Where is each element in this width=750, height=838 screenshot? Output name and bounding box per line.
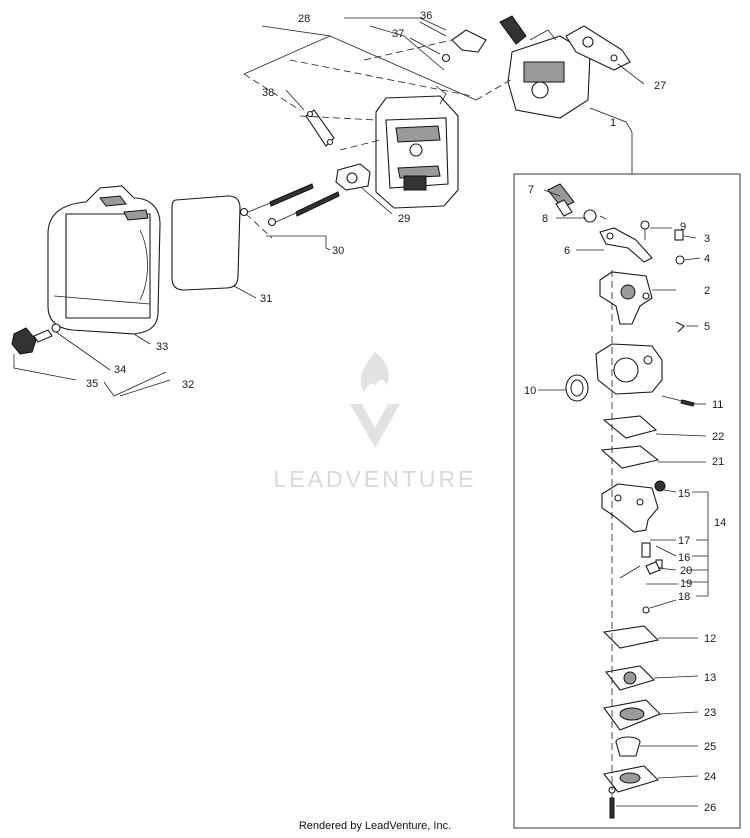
leadventure-watermark: LEADVENTURE [274, 352, 477, 492]
callout-11: 11 [712, 399, 723, 411]
metering-body [601, 483, 659, 533]
leader-lines [13, 17, 709, 807]
adjust-needle [661, 395, 695, 407]
inlet-needle [641, 542, 651, 558]
carburetor-assembly [499, 15, 591, 119]
callout-5: 5 [704, 321, 710, 333]
footer-credit: Rendered by LeadVenture, Inc. [298, 820, 452, 832]
callout-25: 25 [704, 741, 716, 753]
callout-16: 16 [678, 552, 690, 564]
callout-31: 31 [260, 293, 272, 305]
callout-3: 3 [704, 233, 710, 245]
callout-12: 12 [704, 633, 716, 645]
callout-32: 32 [182, 379, 194, 391]
callout-22: 22 [712, 431, 724, 443]
breather-fitting [335, 163, 371, 191]
metering-cover [603, 699, 661, 731]
callout-2: 2 [704, 285, 710, 297]
callout-26: 26 [704, 802, 716, 814]
callout-29: 29 [398, 213, 410, 225]
retaining-clip [675, 321, 685, 333]
callout-37: 37 [392, 28, 404, 40]
carburetor-gasket [565, 25, 631, 71]
metering-gasket [602, 625, 660, 649]
flame-logo-icon [350, 352, 400, 448]
adjust-knob [547, 183, 575, 217]
metering-lever [619, 565, 641, 579]
carburetor-breakdown-box [513, 173, 741, 829]
callout-20: 20 [680, 565, 692, 577]
throttle-lever [599, 227, 653, 263]
choke-lever [441, 29, 487, 63]
callout-35: 35 [86, 378, 98, 390]
callout-10: 10 [524, 385, 536, 397]
pump-diaphragm [600, 445, 660, 469]
mounting-screws [239, 183, 340, 227]
lever-pin [645, 561, 661, 575]
callout-23: 23 [704, 707, 716, 719]
pump-body [599, 271, 653, 325]
callout-34: 34 [114, 364, 126, 376]
callout-1: 1 [610, 117, 616, 129]
small-washer [675, 255, 685, 265]
callout-19: 19 [680, 578, 692, 590]
callout-27: 27 [654, 80, 666, 92]
callout-9: 9 [680, 221, 686, 233]
callout-28: 28 [298, 13, 310, 25]
lever-screw [640, 220, 650, 240]
cover-knob [11, 323, 61, 355]
adjust-nut [674, 229, 684, 241]
callout-30: 30 [332, 245, 344, 257]
lever-screw-small [642, 606, 650, 614]
callout-labels: 28 36 37 38 27 1 29 30 31 33 34 35 32 7 … [86, 10, 726, 814]
callout-8: 8 [542, 213, 548, 225]
callout-17: 17 [678, 535, 690, 547]
spacer-washer [583, 209, 597, 223]
intake-seal [565, 374, 589, 402]
callout-21: 21 [712, 456, 724, 468]
air-cleaner-base [375, 85, 459, 209]
callout-6: 6 [564, 245, 570, 257]
callout-36: 36 [420, 10, 432, 22]
callout-4: 4 [704, 253, 710, 265]
primer-bulb [615, 736, 641, 757]
cover-screw [608, 786, 616, 819]
watermark-brand: LEADVENTURE [274, 466, 477, 492]
pump-gasket [602, 415, 658, 439]
callout-13: 13 [704, 672, 716, 684]
inlet-screen [654, 480, 666, 492]
intake-seal-hole [570, 379, 584, 397]
callout-18: 18 [678, 591, 690, 603]
air-filter-element [171, 195, 241, 291]
air-cleaner-cover [47, 185, 161, 335]
callout-15: 15 [678, 488, 690, 500]
callout-7: 7 [528, 184, 534, 196]
carburetor-body [595, 343, 663, 395]
callout-14: 14 [714, 517, 726, 529]
metering-diaphragm [605, 665, 656, 691]
link-clip [305, 109, 335, 147]
callout-38: 38 [262, 87, 274, 99]
callout-24: 24 [704, 771, 716, 783]
primer-cover [603, 765, 660, 793]
callout-33: 33 [156, 341, 168, 353]
